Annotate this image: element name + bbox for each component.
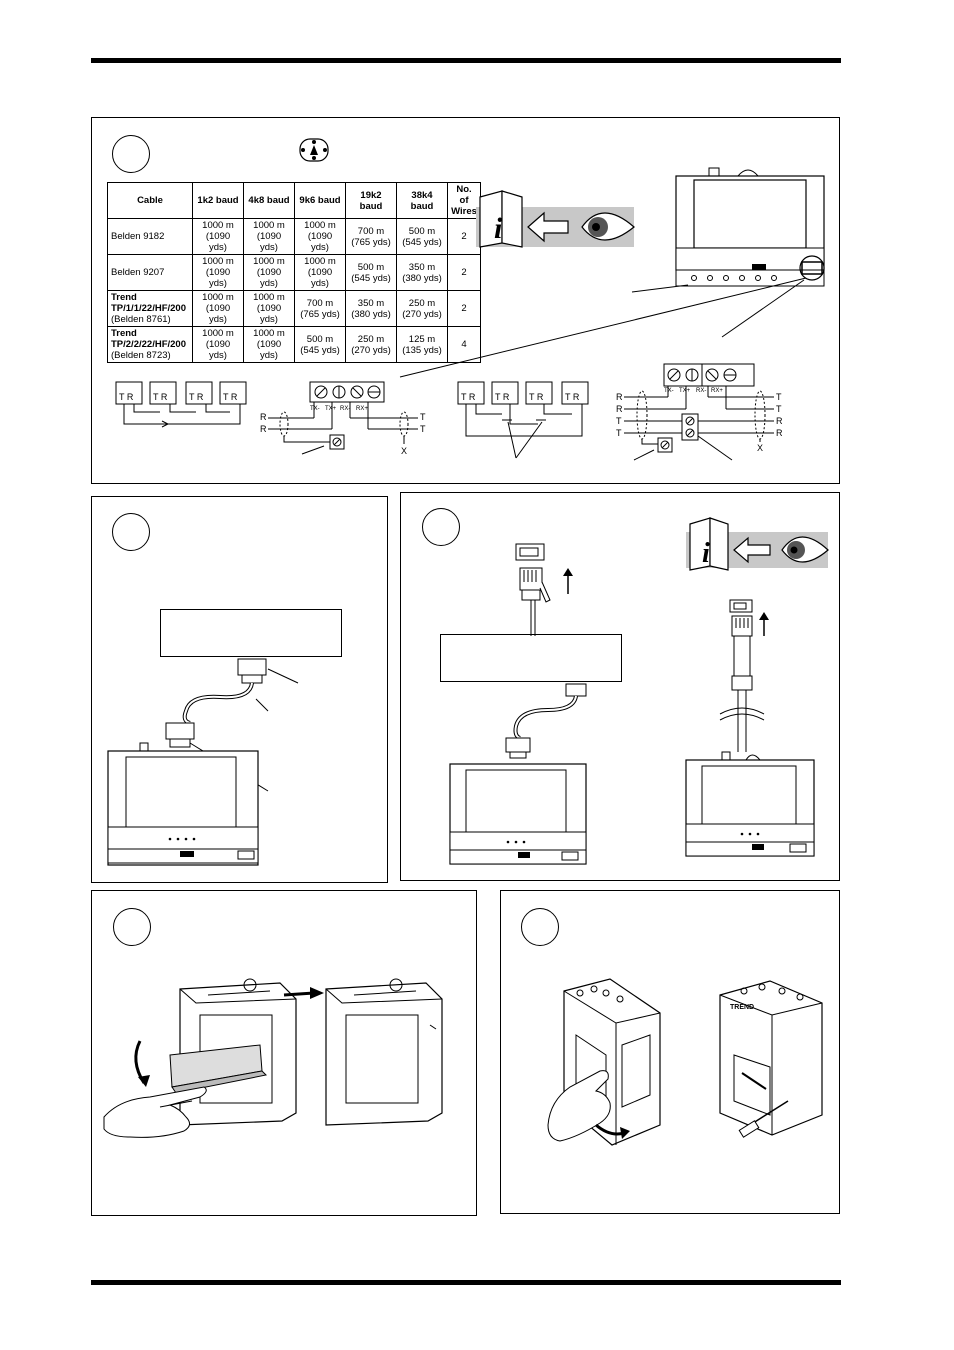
- wiring-diagram-terminal-2wire: TX- TX+ RX- RX+ R R T T X: [260, 381, 426, 456]
- controller-device-front: [675, 167, 825, 287]
- panel-pc-connection: [91, 496, 388, 883]
- brand-logo: TREND: [730, 1004, 754, 1011]
- panel-cover-close: [91, 890, 477, 1216]
- step-circle-5: [521, 908, 559, 946]
- header-38k4: 38k4 baud: [396, 182, 448, 219]
- cover-close-illustration: [103, 978, 443, 1138]
- wire-label-t: T: [420, 412, 426, 422]
- wire-label-t: T: [616, 416, 622, 426]
- terminal-label-tx-plus: TX+: [679, 388, 691, 394]
- step-circle-3: [422, 508, 460, 546]
- terminal-label-rx-minus: RX-: [340, 406, 350, 412]
- cell-cable: Belden 9207: [107, 254, 193, 291]
- panel-ethernet-connection: [400, 492, 840, 881]
- terminal-label: T R: [119, 392, 134, 402]
- wiring-diagram-branch: T R T R T R T R: [457, 381, 589, 459]
- terminal-label-tx-plus: TX+: [325, 406, 337, 412]
- cell-wires: 2: [447, 290, 481, 327]
- header-9k6: 9k6 baud: [294, 182, 346, 219]
- terminal-label: T R: [461, 392, 476, 402]
- serial-cable-diagram: [107, 658, 299, 866]
- wire-label-t: T: [776, 392, 782, 402]
- cell-wires: 2: [447, 218, 481, 255]
- cell-value: 1000 m(1090 yds): [192, 254, 244, 291]
- step-circle-2: [112, 513, 150, 551]
- cell-value: 1000 m(1090 yds): [243, 326, 295, 363]
- see-manual-info-icon: i: [686, 517, 829, 571]
- terminal-label-rx-plus: RX+: [356, 406, 368, 412]
- wire-label-r: R: [616, 392, 623, 402]
- header-4k8: 4k8 baud: [243, 182, 295, 219]
- wiring-diagram-daisy-chain: T R T R T R T R: [115, 381, 247, 428]
- wire-label-x: X: [401, 446, 407, 456]
- terminal-label: T R: [189, 392, 204, 402]
- svg-text:i: i: [702, 538, 710, 569]
- terminal-label-tx-minus: TX-: [310, 406, 320, 412]
- terminal-label: T R: [565, 392, 580, 402]
- wire-label-t: T: [420, 424, 426, 434]
- wire-label-r: R: [260, 424, 267, 434]
- cell-cable: Trend TP/2/2/22/HF/200(Belden 8723): [107, 326, 193, 363]
- terminal-label-rx-plus: RX+: [711, 388, 723, 394]
- table-row: Trend TP/2/2/22/HF/200(Belden 8723) 1000…: [107, 326, 481, 363]
- cell-value: 1000 m(1090 yds): [294, 218, 346, 255]
- cell-wires: 4: [447, 326, 481, 363]
- wire-label-r: R: [776, 416, 783, 426]
- header-wires: No. of Wires: [447, 182, 481, 219]
- terminal-label: T R: [223, 392, 238, 402]
- cell-value: 125 m(135 yds): [396, 326, 448, 363]
- terminal-label: T R: [495, 392, 510, 402]
- cell-value: 1000 m(1090 yds): [243, 218, 295, 255]
- cell-value: 1000 m(1090 yds): [243, 254, 295, 291]
- terminal-label-tx-minus: TX-: [664, 388, 674, 394]
- pc-box: [160, 609, 342, 657]
- table-header-row: Cable 1k2 baud 4k8 baud 9k6 baud 19k2 ba…: [107, 182, 481, 219]
- wire-label-x: X: [757, 443, 763, 453]
- wiring-diagram-terminal-4wire: TX- TX+ RX- RX+ R R T T T T R R X: [616, 363, 783, 461]
- cell-cable: Trend TP/1/1/22/HF/200(Belden 8761): [107, 290, 193, 327]
- panel-network-wiring: [91, 117, 840, 484]
- rj45-plug-upper: [515, 543, 573, 636]
- pc-box: [440, 634, 622, 682]
- cell-value: 1000 m(1090 yds): [192, 326, 244, 363]
- terminal-label: T R: [529, 392, 544, 402]
- wire-label-t: T: [616, 428, 622, 438]
- wire-label-t: T: [776, 404, 782, 414]
- see-manual-info-icon: i: [476, 190, 635, 248]
- wire-label-r: R: [616, 404, 623, 414]
- step-circle-4: [113, 908, 151, 946]
- terminal-label-rx-minus: RX-: [696, 388, 706, 394]
- header-19k2: 19k2 baud: [345, 182, 397, 219]
- panel-device-removal: [500, 890, 840, 1214]
- device-removal-illustration: TREND: [547, 978, 823, 1146]
- step-circle-1: [112, 135, 150, 173]
- rj45-cable-to-device: [685, 599, 815, 857]
- table-row: Belden 9182 1000 m(1090 yds) 1000 m(1090…: [107, 218, 481, 255]
- terminal-label: T R: [153, 392, 168, 402]
- wire-label-r: R: [776, 428, 783, 438]
- wire-label-r: R: [260, 412, 267, 422]
- serial-cable-diagram: [449, 683, 587, 865]
- cell-wires: 2: [447, 254, 481, 291]
- svg-text:i: i: [494, 212, 503, 245]
- bottom-rule: [91, 1280, 841, 1285]
- cell-value: 1000 m(1090 yds): [192, 218, 244, 255]
- network-symbol-icon: [299, 138, 329, 162]
- top-rule: [91, 58, 841, 63]
- cell-value: 1000 m(1090 yds): [243, 290, 295, 327]
- cell-value: 700 m(765 yds): [345, 218, 397, 255]
- cable-table: Cable 1k2 baud 4k8 baud 9k6 baud 19k2 ba…: [107, 182, 481, 363]
